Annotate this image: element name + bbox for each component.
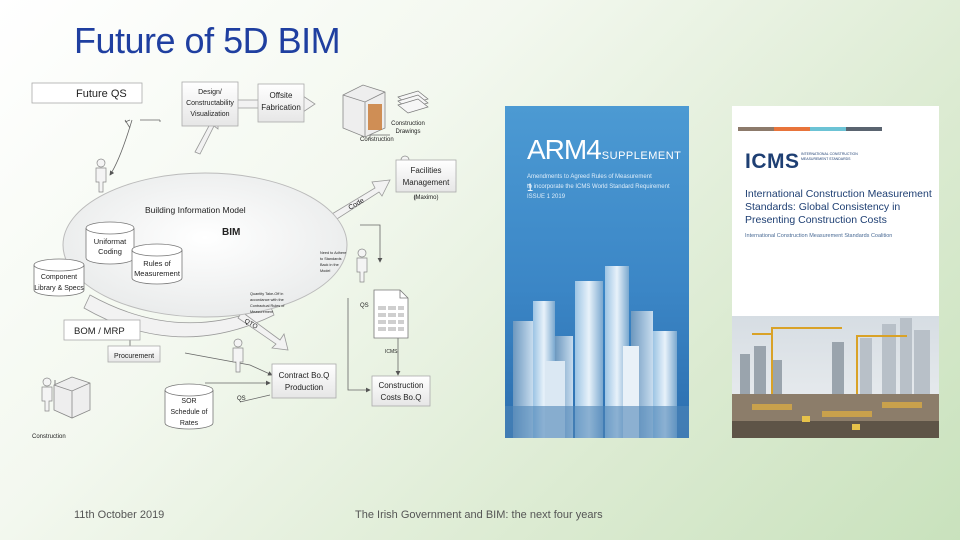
color-bar-1 xyxy=(738,127,774,131)
svg-text:Procurement: Procurement xyxy=(114,353,154,360)
procurement-box xyxy=(107,345,161,363)
svg-text:QS: QS xyxy=(237,396,246,402)
svg-text:Design/: Design/ xyxy=(198,89,222,96)
contract-boq-box xyxy=(271,363,337,399)
construction-site-photo xyxy=(732,316,939,438)
arm4-title: ARM4SUPPLEMENT 1 xyxy=(527,134,682,194)
svg-text:Contractual Rules of: Contractual Rules of xyxy=(250,304,285,308)
svg-text:Production: Production xyxy=(285,383,323,392)
footer-date: 11th October 2019 xyxy=(74,509,165,521)
skyscrapers-illustration xyxy=(505,266,689,438)
svg-text:Model: Model xyxy=(320,269,330,273)
svg-text:Measurement: Measurement xyxy=(250,310,274,314)
icms-logo-subtitle: INTERNATIONAL CONSTRUCTION MEASUREMENT S… xyxy=(801,152,858,161)
drawings-icon xyxy=(397,90,429,114)
svg-text:Schedule of: Schedule of xyxy=(171,409,208,416)
offsite-box xyxy=(257,83,305,123)
svg-text:(Maximo): (Maximo) xyxy=(414,195,439,201)
footer-presentation-title: The Irish Government and BIM: the next f… xyxy=(355,509,603,521)
svg-text:Constructability: Constructability xyxy=(186,100,234,107)
facilities-box xyxy=(395,159,457,193)
construction-costs-box xyxy=(371,375,431,407)
svg-text:accordance with the: accordance with the xyxy=(250,298,284,302)
icms-cover: ICMS INTERNATIONAL CONSTRUCTION MEASUREM… xyxy=(732,106,939,438)
person-icon-bottom xyxy=(41,377,53,412)
arm4-issue: ISSUE 1 2019 xyxy=(527,194,566,200)
svg-text:SOR: SOR xyxy=(181,398,196,405)
color-bar-4 xyxy=(846,127,882,131)
svg-text:Offsite: Offsite xyxy=(270,91,294,100)
svg-text:Code: Code xyxy=(348,197,366,211)
arrow-qto xyxy=(237,311,289,351)
svg-text:BOM / MRP: BOM / MRP xyxy=(74,326,125,337)
arm4-subtitle-1: Amendments to Agreed Rules of Measuremen… xyxy=(527,174,652,180)
svg-text:Construction: Construction xyxy=(32,434,66,440)
icms-heading: International Construction Measurement S… xyxy=(745,188,932,226)
svg-text:BIM: BIM xyxy=(222,227,240,238)
svg-text:Construction: Construction xyxy=(391,121,425,127)
person-icon-middle xyxy=(232,338,244,373)
svg-text:Quantity Take-Off in: Quantity Take-Off in xyxy=(250,292,283,296)
icms-coalition: International Construction Measurement S… xyxy=(745,233,893,239)
svg-text:Costs Bo.Q: Costs Bo.Q xyxy=(381,393,422,402)
svg-text:Facilities: Facilities xyxy=(410,166,441,175)
sor-cylinder xyxy=(164,383,214,430)
design-box xyxy=(181,81,239,127)
arm4-subtitle-2: to incorporate the ICMS World Standard R… xyxy=(527,184,670,190)
svg-text:Back in the: Back in the xyxy=(320,263,339,267)
bom-box xyxy=(63,319,141,341)
svg-text:Visualization: Visualization xyxy=(190,111,229,118)
icms-logo: ICMS xyxy=(745,150,800,173)
uniformat-cylinder xyxy=(85,221,135,265)
rules-cylinder xyxy=(131,243,183,285)
svg-text:Component: Component xyxy=(41,274,77,281)
person-icon-top xyxy=(95,158,107,193)
color-bar-3 xyxy=(810,127,846,131)
svg-text:Construction: Construction xyxy=(379,381,424,390)
svg-text:Coding: Coding xyxy=(98,247,122,256)
svg-text:Rules of: Rules of xyxy=(143,259,171,268)
svg-text:Building Information Model: Building Information Model xyxy=(145,205,246,215)
svg-text:Management: Management xyxy=(403,178,450,187)
color-bar-2 xyxy=(774,127,810,131)
svg-text:Need to Adhere: Need to Adhere xyxy=(320,251,346,255)
svg-text:to Standards: to Standards xyxy=(320,257,342,261)
slide-title: Future of 5D BIM xyxy=(74,20,341,61)
svg-text:Measurement: Measurement xyxy=(134,269,181,278)
future-qs-box xyxy=(31,82,143,104)
svg-text:Drawings: Drawings xyxy=(395,129,420,135)
future-qs-label: Future QS xyxy=(76,88,127,100)
svg-text:Rates: Rates xyxy=(180,420,199,427)
bim-flow-diagram: Future QS Design/ Constructability Visua… xyxy=(31,81,457,440)
svg-text:ICMS: ICMS xyxy=(385,349,398,355)
svg-text:QS: QS xyxy=(360,303,369,309)
svg-text:Contract Bo.Q: Contract Bo.Q xyxy=(279,371,330,380)
svg-text:Construction: Construction xyxy=(360,137,394,143)
person-icon-right xyxy=(356,248,368,283)
component-cylinder xyxy=(33,258,85,297)
building-module-icon-bottom xyxy=(53,376,91,419)
svg-text:Library & Specs: Library & Specs xyxy=(34,285,84,292)
svg-text:Uniformat: Uniformat xyxy=(94,237,127,246)
arm4-cover: ARM4SUPPLEMENT 1 Amendments to Agreed Ru… xyxy=(505,106,689,438)
building-module-icon xyxy=(342,84,386,138)
svg-text:Fabrication: Fabrication xyxy=(261,103,301,112)
bim-model-ellipse xyxy=(62,172,348,318)
icms-document-icon xyxy=(373,289,409,339)
